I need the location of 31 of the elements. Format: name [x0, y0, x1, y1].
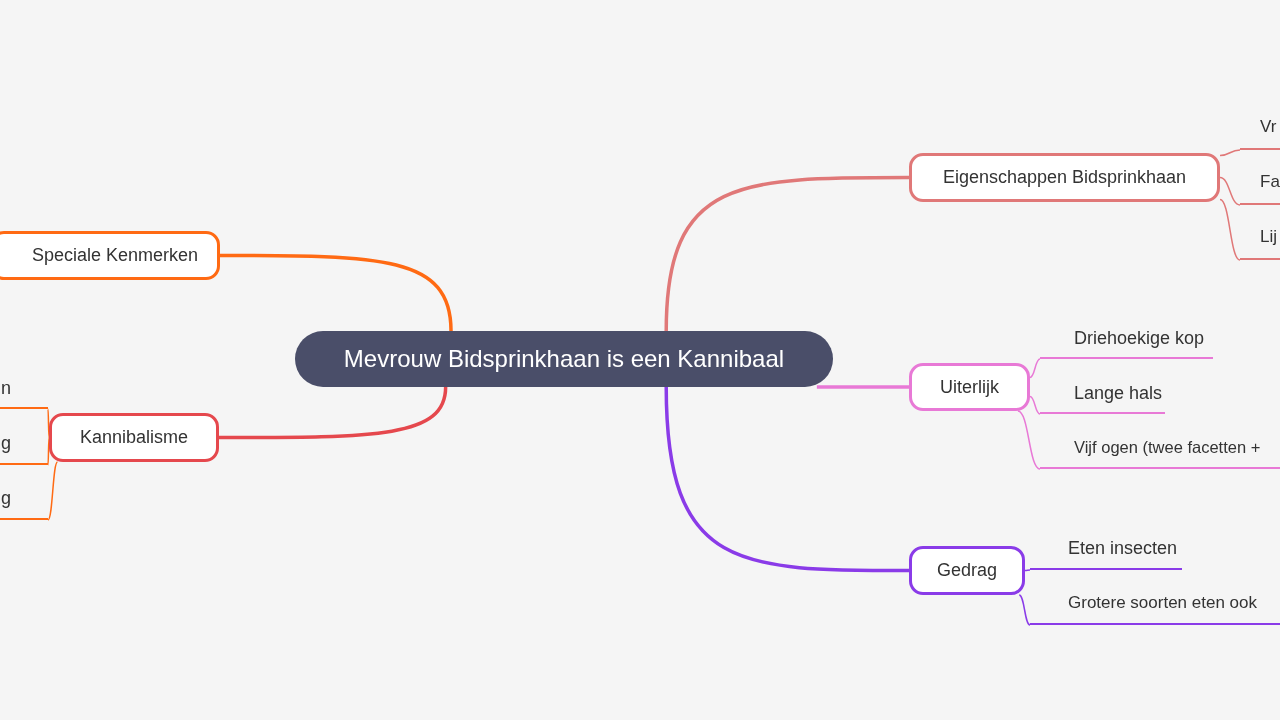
branch-connector [1017, 410, 1041, 470]
branch-connector [47, 461, 59, 521]
topic-box: Uiterlijk [909, 363, 1030, 411]
branch-connector [664, 386, 909, 573]
topic-box: Kannibalisme [49, 413, 219, 462]
subtopic-item: Vijf ogen (twee facetten + [1040, 438, 1280, 469]
central-topic: Mevrouw Bidsprinkhaan is een Kannibaal [295, 331, 833, 387]
branch-connector [219, 386, 448, 440]
subtopic-item: Lij [1240, 227, 1280, 260]
subtopic-item: g [0, 433, 48, 465]
branch-connector [1219, 198, 1241, 261]
subtopic-item: Grotere soorten eten ook [1030, 593, 1280, 625]
branch-connector [220, 253, 453, 332]
topic-box: Gedrag [909, 546, 1025, 595]
subtopic-item: Vr [1240, 117, 1280, 150]
branch-connector [1029, 358, 1041, 379]
subtopic-item: g [0, 488, 48, 520]
branch-connector [1219, 149, 1241, 157]
subtopic-item: Fa [1240, 172, 1280, 205]
branch-connector [1029, 395, 1041, 415]
subtopic-item: Eten insecten [1030, 538, 1182, 570]
branch-connector [1219, 176, 1241, 206]
branch-connector [816, 385, 909, 389]
subtopic-item: Driehoekige kop [1040, 328, 1213, 359]
subtopic-item: n [0, 378, 48, 409]
topic-box: Speciale Kenmerken [0, 231, 220, 280]
topic-box: Eigenschappen Bidsprinkhaan [909, 153, 1220, 202]
branch-connector [1024, 569, 1031, 572]
subtopic-item: Lange hals [1040, 383, 1165, 414]
branch-connector [664, 175, 909, 332]
branch-connector [1018, 594, 1031, 626]
